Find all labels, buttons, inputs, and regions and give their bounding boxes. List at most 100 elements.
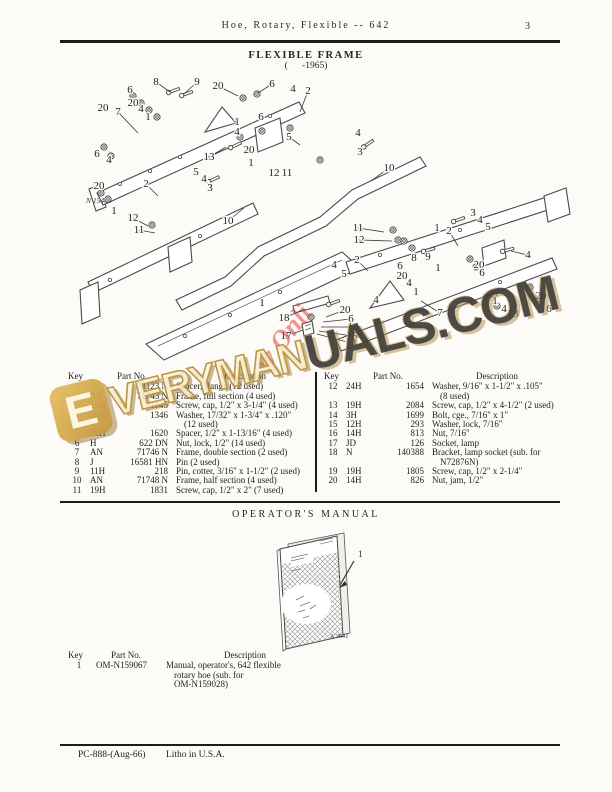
callout-number: 6 <box>479 267 485 279</box>
callout-number: 4 <box>501 303 507 315</box>
cell-desc: Frame, double section (2 used) <box>176 447 288 458</box>
washer-glyph <box>526 283 534 291</box>
cell-desc: Bolt, cge., 7/16" x 1" <box>432 409 509 420</box>
callout-number: 5 <box>286 131 292 143</box>
cell-prefix: N <box>346 447 353 458</box>
callout-number: 20 <box>128 97 140 109</box>
cell-desc: Socket, lamp <box>432 437 479 448</box>
footer-litho-note: Litho in U.S.A. <box>165 750 225 760</box>
washer-glyph <box>137 99 145 107</box>
header-key: Key <box>68 650 83 660</box>
section-title: FLEXIBLE FRAME <box>248 50 364 61</box>
callout-number: 6 <box>269 78 275 90</box>
washer-glyph <box>258 127 266 135</box>
callout-number: 1 <box>111 205 117 217</box>
washer-glyph <box>153 113 161 121</box>
cell-desc: Washer, 9/16" x 1-1/2" x .105" (8 used) <box>432 381 543 401</box>
washer-glyph <box>389 226 397 234</box>
callout-number: 8 <box>411 252 417 264</box>
book-callout-number: 1 <box>358 549 363 559</box>
cell-number: 1945 <box>150 400 168 411</box>
cell-desc: Pin (2 used) <box>176 456 220 467</box>
callout-number: 2 <box>354 254 360 266</box>
washer-glyph <box>316 156 324 164</box>
bolt-glyph <box>482 292 498 301</box>
callout-number: 20 <box>244 144 256 156</box>
callout-number: 10 <box>223 215 235 227</box>
callout-number: 6 <box>258 111 264 123</box>
header-description: Description <box>224 371 266 381</box>
cell-number: 1805 <box>406 466 424 477</box>
cell-number: 218 <box>154 466 169 477</box>
cell-number: 16581 HN <box>130 456 168 467</box>
callout-number: 6 <box>127 84 133 96</box>
callout-number: 4 <box>234 126 240 138</box>
callout-number: 15 <box>347 330 359 342</box>
callout-number: 1 <box>413 286 419 298</box>
cell-desc: Screw, cap, 1/2" x 2" (7 used) <box>176 484 284 495</box>
washer-glyph <box>286 124 294 132</box>
callout-number: 13 <box>204 151 216 163</box>
cell-prefix: 24H <box>90 409 106 420</box>
washer-glyph <box>97 189 105 197</box>
callout-number: 16 <box>348 321 360 333</box>
washer-glyph <box>466 255 474 263</box>
cell-key: 8 <box>74 456 80 467</box>
cell-prefix: 19H <box>346 400 362 411</box>
cell-key: 9 <box>74 466 80 477</box>
callout-number: 7 <box>115 106 121 118</box>
header-key: Key <box>324 371 339 381</box>
callout-number: 4 <box>406 277 412 289</box>
cell-desc: Screw, cap, 1/2" x 2-1/4" <box>432 466 523 477</box>
callout-number: 11 <box>134 224 145 236</box>
table-header: Key Part No. Description <box>324 371 560 381</box>
cell-number: 293 <box>410 419 425 430</box>
bolt-glyph <box>205 175 221 185</box>
cell-number: 1654 <box>406 381 424 392</box>
callout-number: 5 <box>485 221 491 233</box>
callout-number: 12 <box>354 234 365 246</box>
cell-number: 813 <box>410 428 425 439</box>
cell-key: 14 <box>328 409 338 420</box>
callout-number: 4 <box>106 154 112 166</box>
cell-desc: Spacer, flange (12 used) <box>176 381 264 392</box>
washer-glyph <box>394 236 402 244</box>
header-part-no: Part No. <box>117 371 147 381</box>
cell-desc: Washer, lock, 7/16" <box>432 419 503 430</box>
washer-glyph <box>408 244 416 252</box>
washer-glyph <box>236 133 244 141</box>
callout-number: 1 <box>234 116 240 128</box>
cell-key: 1 <box>76 660 82 671</box>
callout-number: 20 <box>94 180 106 192</box>
cell-key: 10 <box>72 475 82 486</box>
header-description: Description <box>476 371 518 381</box>
callout-number: 8 <box>153 76 159 88</box>
cell-key: 12 <box>328 381 338 392</box>
cell-number: 71746 N <box>136 447 168 458</box>
callout-number: 11 <box>353 222 364 234</box>
cell-desc: Frame, full section (4 used) <box>176 390 276 401</box>
callout-number: 4 <box>201 173 207 185</box>
callout-number: 1 <box>145 111 151 123</box>
operators-manual-illustration: 1 A 2641 <box>276 532 363 652</box>
cell-prefix: 19H <box>346 466 362 477</box>
washer-glyph <box>239 94 247 102</box>
callout-number: 1 <box>259 297 265 309</box>
cell-desc: Frame, half section (4 used) <box>176 475 277 486</box>
cell-number: 71748 N <box>136 475 168 486</box>
callout-number: 4 <box>355 127 361 139</box>
cell-number: 622 DN <box>139 437 168 448</box>
bolt-glyph <box>178 89 194 99</box>
cell-number: 73123 N <box>136 381 168 392</box>
